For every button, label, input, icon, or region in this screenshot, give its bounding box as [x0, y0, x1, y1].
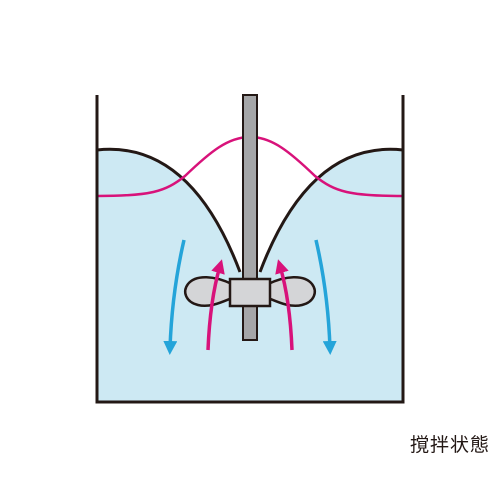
vortex-surface-right — [258, 147, 404, 273]
flow-arrow-outer-right — [314, 239, 337, 355]
caption-label: 撹拌状態 — [409, 434, 490, 456]
impeller-hub — [228, 277, 272, 308]
impeller-blade-right — [266, 276, 316, 307]
vessel-outline — [95, 95, 405, 404]
flow-arrow-outer-left — [163, 239, 186, 355]
flow-arrow-inner-right — [275, 259, 294, 351]
vortex-surface-left — [96, 147, 242, 273]
impeller-blade-left — [184, 276, 234, 307]
flow-arrow-inner-left — [206, 259, 225, 351]
